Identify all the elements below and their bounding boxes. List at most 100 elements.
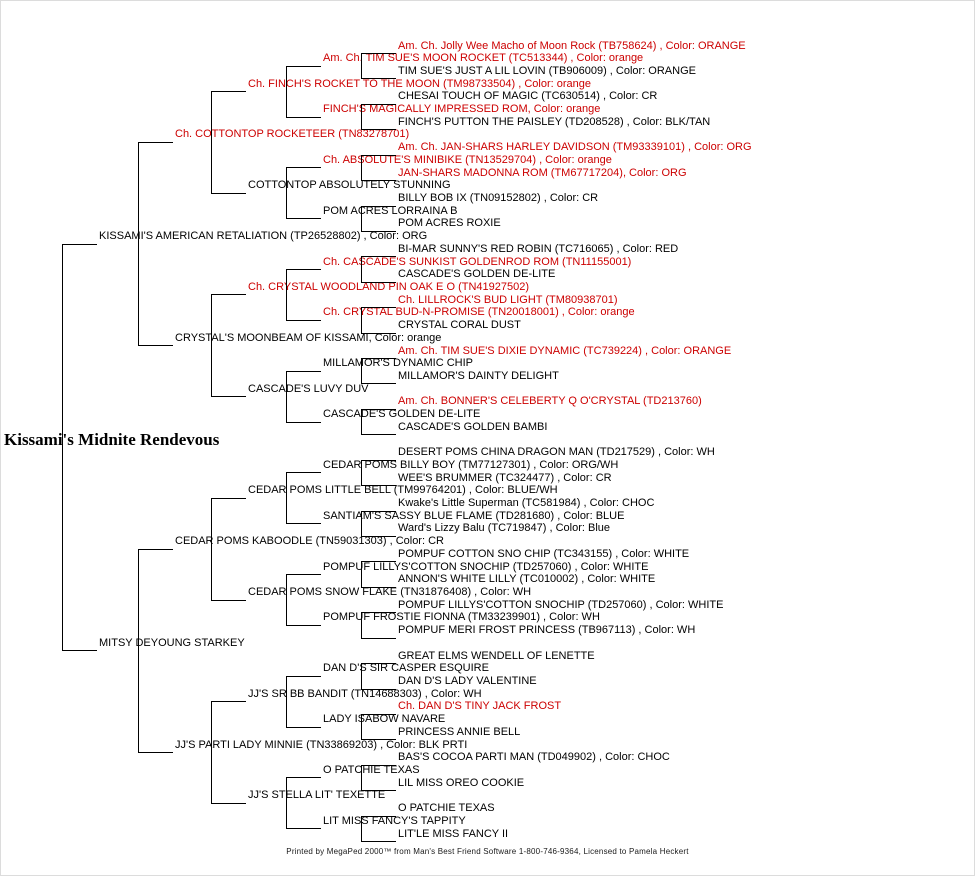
ancestor-name: Kwake's Little Superman (TC581984) , Col… (398, 497, 655, 510)
connector-line-horizontal (361, 535, 396, 537)
connector-line-horizontal (361, 790, 396, 792)
connector-line-horizontal (286, 574, 321, 576)
connector-line-horizontal (361, 663, 396, 665)
ancestor-name: CASCADE'S LUVY DUV (248, 382, 369, 395)
ancestor-name: CRYSTAL'S MOONBEAM OF KISSAMI, Color: or… (175, 331, 442, 344)
connector-line-horizontal (286, 726, 321, 728)
ancestor-name: POM ACRES LORRAINA B (323, 204, 458, 217)
connector-line-horizontal (62, 243, 97, 245)
ancestor-name: LIT MISS FANCY'S TAPPITY (323, 814, 466, 827)
ancestor-name: Ch. CRYSTAL BUD-N-PROMISE (TN20018001) ,… (323, 306, 635, 319)
connector-line-vertical (361, 663, 362, 690)
ancestor-name: MILLAMOR'S DAINTY DELIGHT (398, 369, 559, 382)
ancestor-name: DAN D'S SIR CASPER ESQUIRE (323, 662, 489, 675)
connector-line-horizontal (361, 180, 396, 182)
ancestor-name: GREAT ELMS WENDELL OF LENETTE (398, 649, 595, 662)
connector-line-horizontal (138, 345, 173, 347)
ancestor-name: CEDAR POMS LITTLE BELL (TM99764201) , Co… (248, 484, 558, 497)
ancestor-name: CEDAR POMS BILLY BOY (TM77127301) , Colo… (323, 458, 619, 471)
connector-line-horizontal (361, 307, 396, 309)
ancestor-name: CEDAR POMS KABOODLE (TN59031303) , Color… (175, 535, 444, 548)
connector-line-vertical (361, 408, 362, 436)
ancestor-name: O PATCHIE TEXAS (323, 763, 420, 776)
connector-line-vertical (211, 497, 212, 601)
connector-line-horizontal (138, 141, 173, 143)
connector-line-horizontal (211, 192, 246, 194)
ancestor-name: BI-MAR SUNNY'S RED ROBIN (TC716065) , Co… (398, 242, 679, 255)
ancestor-name: WEE'S BRUMMER (TC324477) , Color: CR (398, 471, 612, 484)
connector-line-horizontal (361, 713, 396, 715)
connector-line-horizontal (286, 472, 321, 474)
ancestor-name: ANNON'S WHITE LILLY (TC010002) , Color: … (398, 573, 656, 586)
ancestor-name: CEDAR POMS SNOW FLAKE (TN31876408) , Col… (248, 586, 532, 599)
ancestor-name: FINCH'S MAGICALLY IMPRESSED ROM, Color: … (323, 103, 601, 116)
ancestor-name: Ch. ABSOLUTE'S MINIBIKE (TN13529704) , C… (323, 153, 612, 166)
ancestor-name: Ward's Lizzy Balu (TC719847) , Color: Bl… (398, 522, 610, 535)
ancestor-name: Am. Ch. JAN-SHARS HARLEY DAVIDSON (TM933… (398, 141, 752, 154)
ancestor-name: COTTONTOP ABSOLUTELY STUNNING (248, 179, 451, 192)
ancestor-name: POMPUF MERI FROST PRINCESS (TB967113) , … (398, 624, 696, 637)
ancestor-name: JJ'S PARTI LADY MINNIE (TN33869203) , Co… (175, 738, 468, 751)
connector-line-horizontal (286, 675, 321, 677)
connector-line-vertical (361, 103, 362, 131)
connector-line-horizontal (286, 319, 321, 321)
connector-line-horizontal (361, 129, 396, 131)
connector-line-horizontal (286, 167, 321, 169)
ancestor-name: Am. Ch. BONNER'S CELEBERTY Q O'CRYSTAL (… (398, 395, 702, 408)
connector-line-vertical (286, 269, 287, 321)
ancestor-name: TIM SUE'S JUST A LIL LOVIN (TB906009) , … (398, 64, 696, 77)
ancestor-name: MILLAMOR'S DYNAMIC CHIP (323, 357, 474, 370)
connector-line-horizontal (286, 624, 321, 626)
footer-credit: Printed by MegaPed 2000™ from Man's Best… (286, 847, 689, 856)
ancestor-name: Ch. CASCADE'S SUNKIST GOLDENROD ROM (TN1… (323, 255, 632, 268)
ancestor-name: POMPUF FROSTIE FIONNA (TM33239901) , Col… (323, 611, 600, 624)
ancestor-name: Ch. DAN D'S TINY JACK FROST (398, 700, 562, 713)
connector-line-horizontal (138, 548, 173, 550)
ancestor-name: JAN-SHARS MADONNA ROM (TM67717204), Colo… (398, 166, 687, 179)
ancestor-name: Ch. CRYSTAL WOODLAND PIN OAK E O (TN4192… (248, 280, 529, 293)
connector-line-vertical (286, 167, 287, 220)
connector-line-horizontal (211, 294, 246, 296)
connector-line-horizontal (361, 154, 396, 156)
connector-line-horizontal (361, 205, 396, 207)
connector-line-horizontal (62, 650, 97, 652)
connector-line-horizontal (286, 269, 321, 271)
connector-line-horizontal (361, 332, 396, 334)
connector-line-horizontal (361, 230, 396, 232)
ancestor-name: POMPUF COTTON SNO CHIP (TC343155) , Colo… (398, 547, 690, 560)
connector-line-vertical (211, 91, 212, 194)
ancestor-name: LIT'LE MISS FANCY II (398, 827, 509, 840)
connector-line-vertical (286, 574, 287, 626)
connector-line-horizontal (211, 497, 246, 499)
connector-line-vertical (361, 815, 362, 842)
connector-line-horizontal (361, 358, 396, 360)
connector-line-horizontal (361, 434, 396, 436)
ancestor-name: DAN D'S LADY VALENTINE (398, 675, 537, 687)
connector-line-horizontal (211, 802, 246, 804)
connector-line-vertical (361, 612, 362, 639)
connector-line-vertical (361, 53, 362, 80)
connector-line-vertical (138, 141, 139, 347)
connector-line-horizontal (361, 281, 396, 283)
ancestor-name: O PATCHIE TEXAS (398, 802, 495, 815)
connector-line-horizontal (361, 256, 396, 258)
connector-line-horizontal (211, 91, 246, 93)
connector-line-vertical (286, 777, 287, 830)
connector-line-horizontal (361, 586, 396, 588)
connector-line-horizontal (361, 841, 396, 843)
ancestor-name: Ch. FINCH'S ROCKET TO THE MOON (TM987335… (248, 77, 592, 90)
connector-line-horizontal (361, 78, 396, 80)
connector-line-vertical (361, 510, 362, 537)
ancestor-name: CRYSTAL CORAL DUST (398, 319, 521, 332)
connector-line-horizontal (286, 116, 321, 118)
connector-line-horizontal (286, 65, 321, 67)
connector-line-horizontal (361, 815, 396, 817)
connector-line-horizontal (286, 777, 321, 779)
connector-line-horizontal (361, 103, 396, 105)
connector-line-horizontal (211, 599, 246, 601)
connector-line-vertical (361, 154, 362, 182)
root-dog-name: Kissami's Midnite Rendevous (4, 430, 220, 449)
connector-line-horizontal (361, 561, 396, 563)
ancestor-name: JJ'S SR BB BANDIT (TN14688303) , Color: … (248, 687, 482, 700)
